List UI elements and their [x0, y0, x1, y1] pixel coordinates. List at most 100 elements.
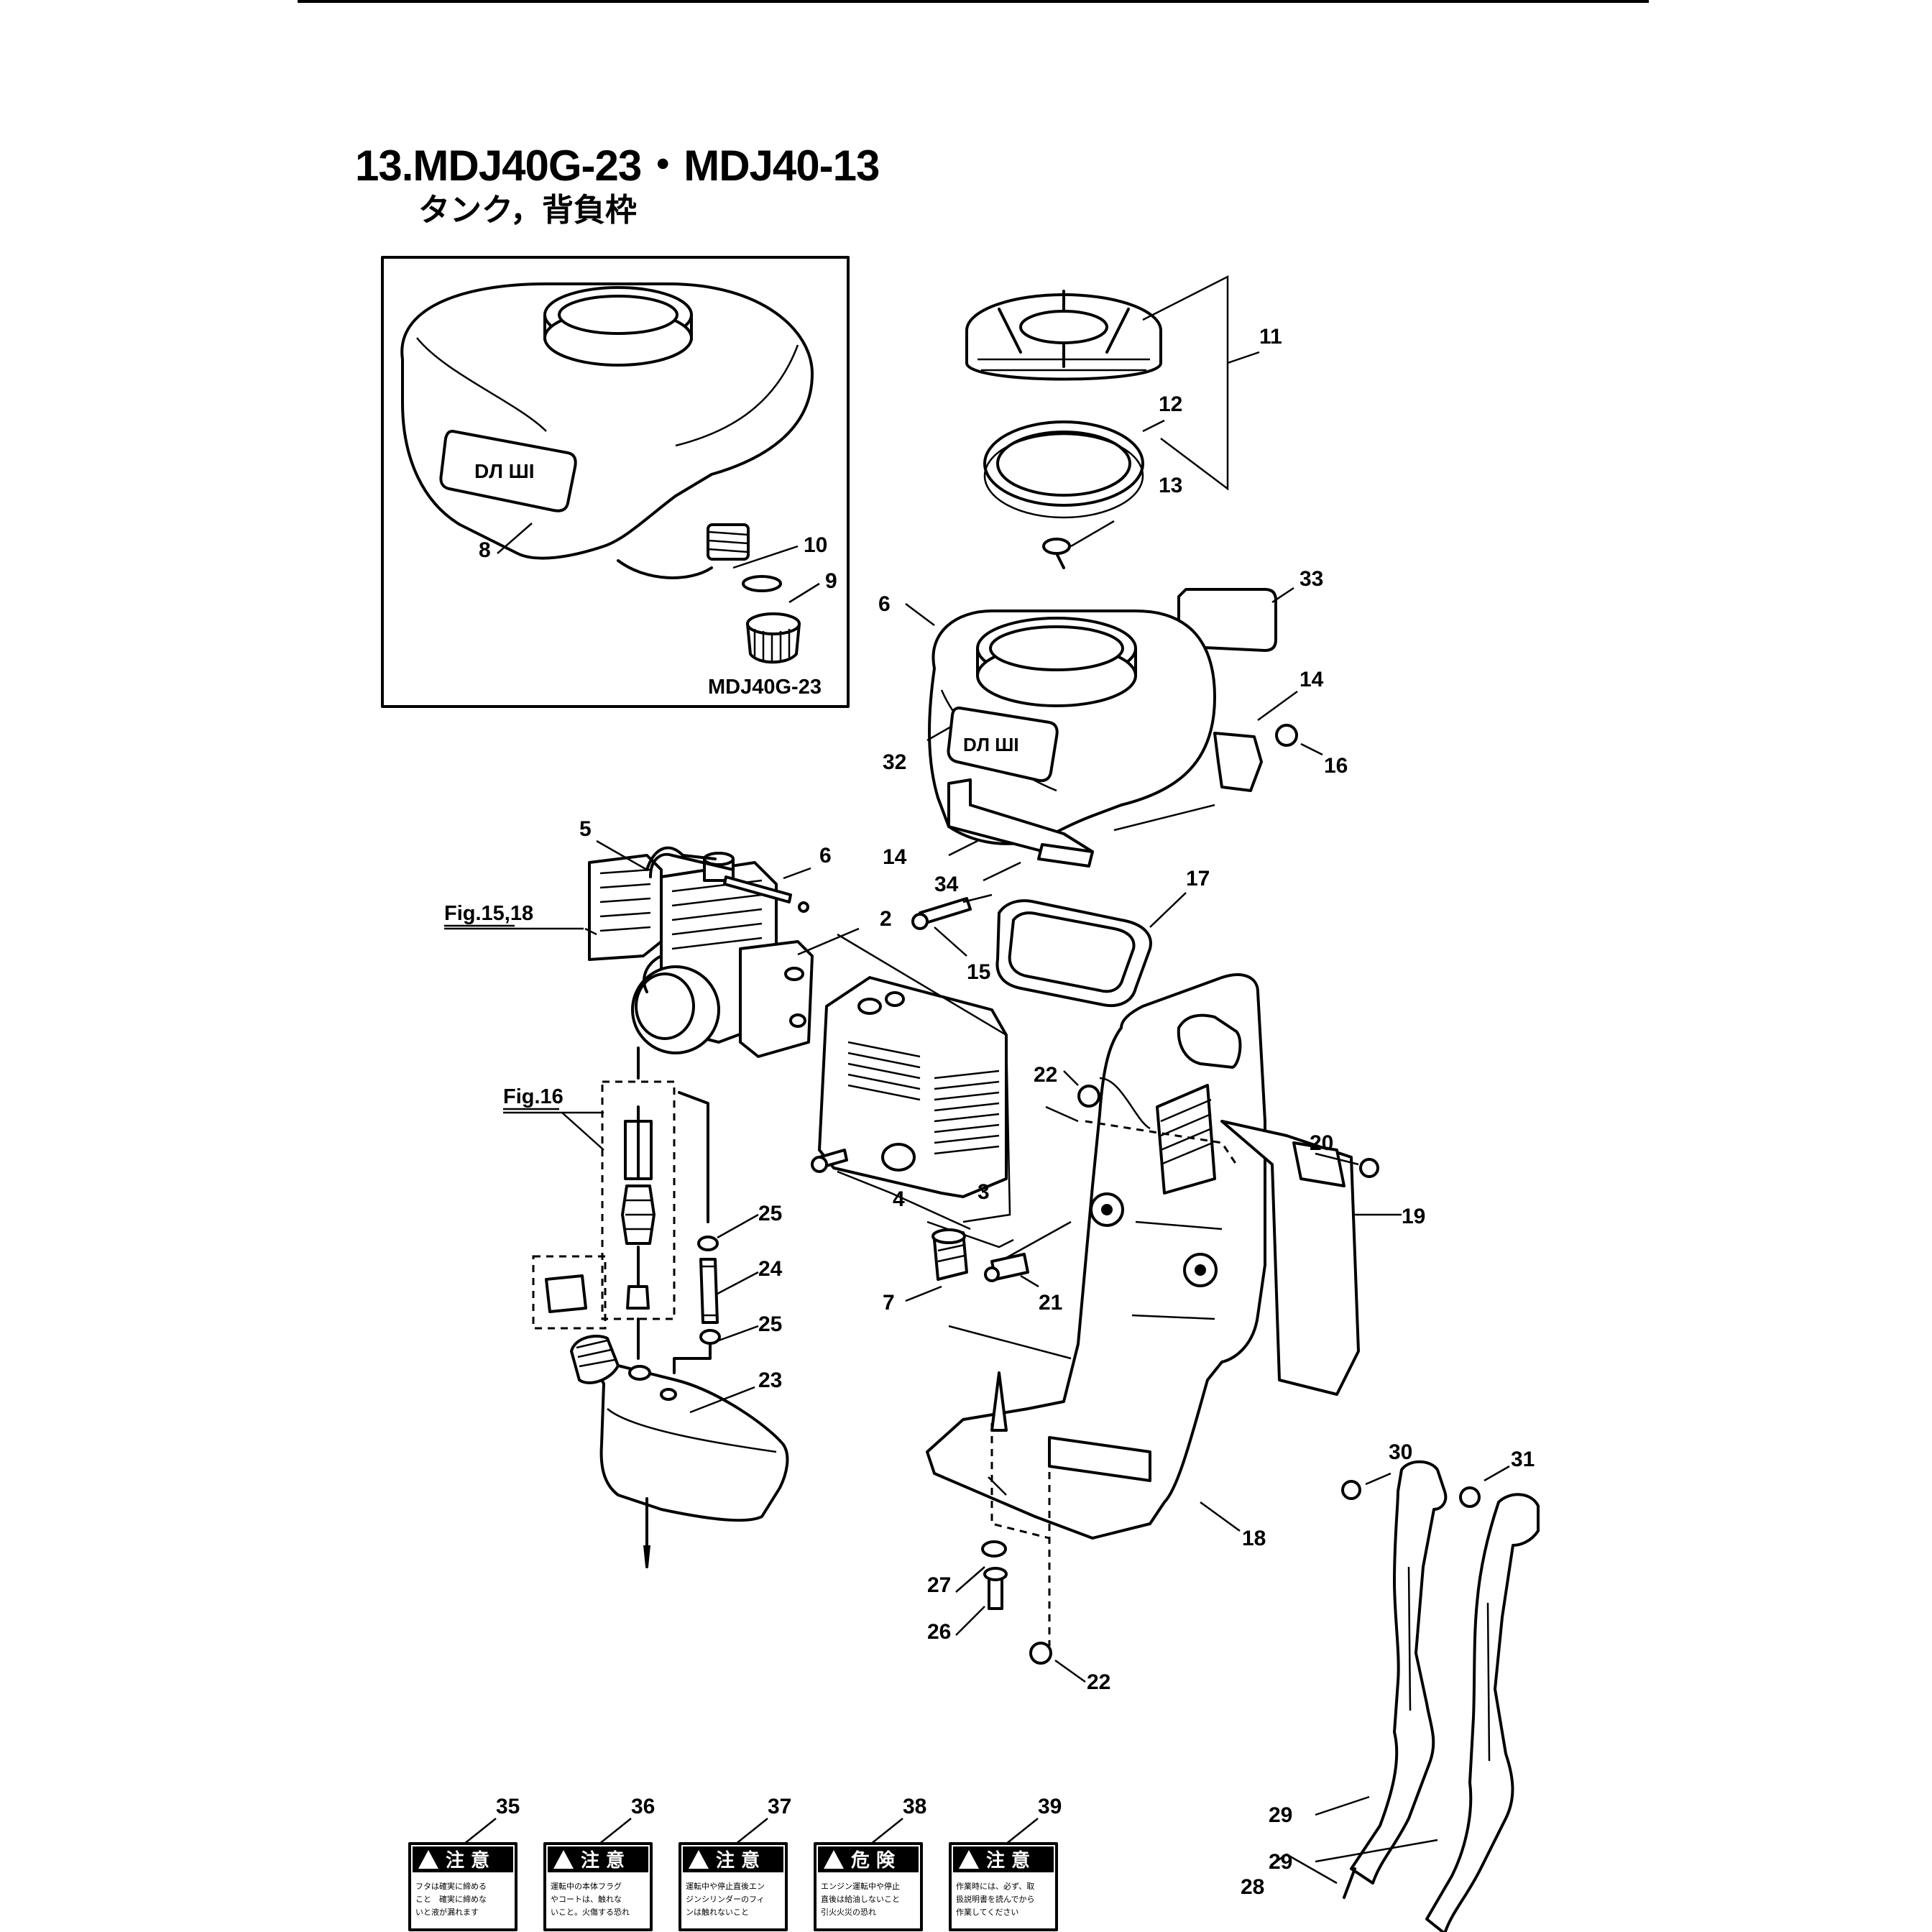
- nut-22-bottom: [1029, 1642, 1052, 1665]
- part-number-label: 20: [1310, 1131, 1333, 1155]
- sticker-line: 作業時には、必ず、取: [956, 1882, 1034, 1891]
- part-number-label: 21: [1039, 1291, 1062, 1315]
- page-subtitle: タンク，背負枠: [418, 193, 638, 228]
- tank-bracket-left: [947, 778, 1094, 864]
- sticker-line: フタは確実に締める: [415, 1881, 487, 1891]
- svg-text:DЛ ШІ: DЛ ШІ: [963, 734, 1019, 755]
- part-number-label: 25: [758, 1202, 782, 1225]
- inset-model-label: MDJ40G-23: [708, 676, 822, 699]
- screw-4: [811, 1149, 848, 1173]
- part-number-label: 4: [893, 1187, 905, 1211]
- part-number-label: 10: [804, 533, 827, 557]
- part-number-label: 17: [1186, 867, 1210, 891]
- inset-logo-plate: [439, 430, 577, 512]
- screw-26: [983, 1567, 1008, 1610]
- part-number-label: 15: [967, 960, 990, 984]
- warning-sticker: 36 注 意 運転中の本体フラグ やコートは、触れな いこと。火傷する恐れ: [543, 1795, 655, 1931]
- part-number-label: 16: [1324, 754, 1348, 778]
- sticker-heading: 注 意: [581, 1849, 625, 1872]
- sticker-number: 39: [1038, 1795, 1062, 1818]
- part-number-label: 11: [1259, 325, 1282, 349]
- warning-sticker: 38 危 険 エンジン運転中や停止 直後は給油しないこと 引火火災の恐れ: [814, 1795, 926, 1931]
- part-number-label: 6: [878, 592, 891, 616]
- washer-27: [981, 1540, 1007, 1558]
- sticker-line: こと 確実に締めな: [415, 1894, 487, 1904]
- bolt-15: [911, 897, 972, 930]
- sticker-line: やコートは、触れな: [551, 1894, 622, 1904]
- nut-22-top: [1077, 1085, 1100, 1108]
- hose-clip-25-top: [697, 1236, 719, 1251]
- sticker-line: いこと。火傷する恐れ: [551, 1907, 630, 1917]
- gasket-17: [995, 899, 1152, 1007]
- part-number-label: 5: [579, 817, 592, 841]
- part-number-label: 19: [1402, 1205, 1425, 1228]
- part-number-label: 29: [1269, 1850, 1292, 1874]
- warning-sticker: 37 注 意 運転中や停止直後エン ジンシリンダーのフィ ンは触れないこと: [678, 1795, 791, 1931]
- part-number-label: 22: [1034, 1063, 1057, 1087]
- back-frame: [926, 973, 1360, 1540]
- sticker-line: 作業してください: [956, 1908, 1018, 1917]
- inset-oring: [742, 575, 782, 592]
- fuel-hose-24: [699, 1258, 719, 1324]
- part-number-label: 33: [1300, 567, 1323, 591]
- inset-cap: [746, 612, 801, 664]
- svg-text:DЛ ШІ: DЛ ШІ: [474, 460, 535, 482]
- nut-16: [1275, 724, 1298, 747]
- part-number-label: 3: [978, 1180, 990, 1204]
- sticker-heading: 注 意: [986, 1849, 1030, 1872]
- part-number-label: 8: [479, 538, 491, 562]
- sticker-line: 運転中の本体フラグ: [551, 1881, 622, 1891]
- part-number-label: 23: [758, 1368, 782, 1392]
- sticker-number: 35: [496, 1795, 520, 1818]
- part-number-label: 25: [758, 1312, 782, 1336]
- part-number-label: 27: [927, 1573, 951, 1597]
- sticker-number: 37: [768, 1795, 791, 1818]
- part-number-label: 14: [883, 845, 907, 869]
- hose-clip-25-bottom: [699, 1329, 721, 1345]
- tank-cap: [965, 290, 1162, 381]
- sticker-number: 38: [903, 1795, 926, 1818]
- nipple-7: [932, 1228, 968, 1281]
- part-number-label: 28: [1241, 1875, 1264, 1899]
- figure-ref-15-18: Fig.15,18: [444, 902, 533, 925]
- part-number-label: 26: [927, 1620, 951, 1644]
- part-number-label: 7: [883, 1291, 895, 1315]
- tank-strainer: [983, 420, 1144, 519]
- inset-drain-spring: [617, 523, 750, 579]
- main-tank: DЛ ШІ: [928, 610, 1216, 845]
- part-number-label: 6: [819, 844, 832, 868]
- part-number-label: 13: [1159, 474, 1182, 497]
- fuel-tank-23: [570, 1335, 789, 1522]
- engine: [588, 846, 814, 1058]
- part-number-label: 2: [880, 907, 892, 931]
- sticker-line: ジンシリンダーのフィ: [686, 1894, 765, 1904]
- warning-sticker: 39 注 意 作業時には、必ず、取 扱説明書を読んでから 作業してください: [949, 1795, 1062, 1931]
- sticker-heading: 危 険: [851, 1849, 896, 1872]
- part-number-label: 9: [825, 569, 837, 593]
- strainer-clip: [1042, 538, 1071, 569]
- figure-ref-16: Fig.16: [503, 1085, 564, 1108]
- part-number-label: 31: [1511, 1448, 1535, 1471]
- inset-box: DЛ ШІ: [381, 256, 850, 708]
- sticker-line: 運転中や停止直後エン: [686, 1881, 765, 1891]
- bolt-30: [1341, 1480, 1361, 1500]
- sticker-line: 直後は給油しないこと: [821, 1894, 900, 1904]
- joint-21: [984, 1253, 1029, 1282]
- part-number-label: 14: [1300, 668, 1324, 691]
- fig16-fuel-filter: [532, 1080, 676, 1330]
- muffler-cover-3: [818, 976, 1008, 1198]
- arrow-marker: [990, 1371, 1008, 1432]
- part-number-label: 29: [1269, 1803, 1292, 1827]
- part-number-label: 34: [934, 873, 959, 896]
- part-number-label: 12: [1159, 392, 1182, 416]
- shoulder-strap-left: [1343, 1460, 1448, 1899]
- pipe-6: [723, 875, 809, 913]
- sticker-heading: 注 意: [716, 1849, 760, 1872]
- warning-sticker: 35 注 意 フタは確実に締める こと 確実に締めな いと液が漏れます: [408, 1795, 520, 1931]
- sticker-heading: 注 意: [446, 1849, 489, 1872]
- sticker-line: 引火火災の恐れ: [821, 1907, 876, 1917]
- sticker-number: 36: [631, 1795, 655, 1818]
- nut-31: [1459, 1486, 1481, 1508]
- part-number-label: 32: [883, 750, 906, 774]
